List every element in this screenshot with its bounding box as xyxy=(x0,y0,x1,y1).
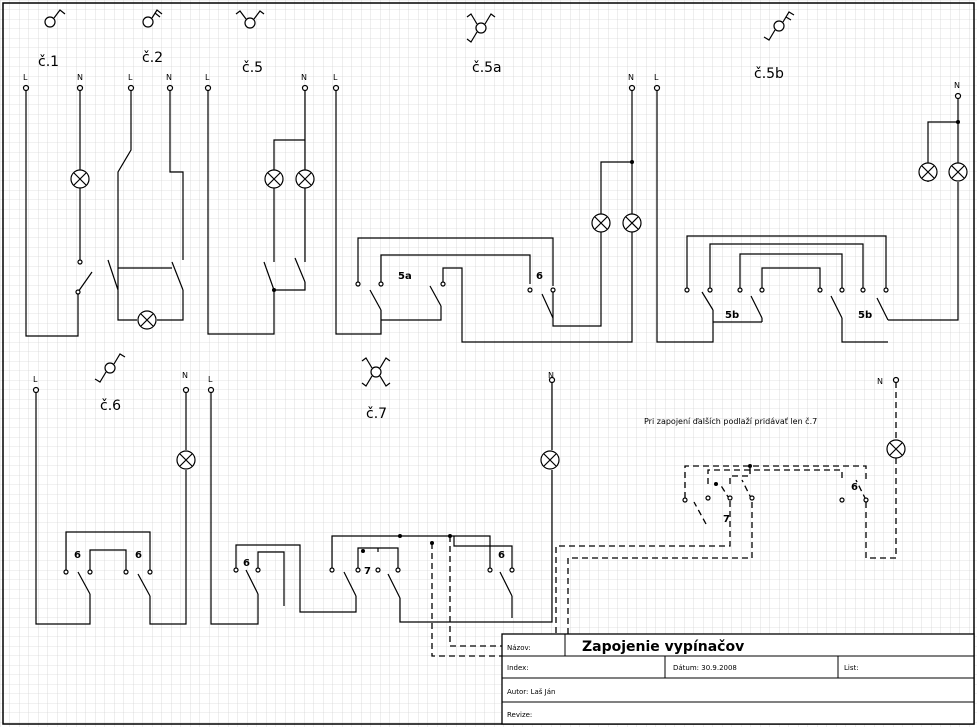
circuit-c5 xyxy=(204,84,315,335)
label-N-extension: N xyxy=(877,377,883,386)
title-block-sheet-label: List: xyxy=(844,664,859,672)
switch-symbol-c2-icon xyxy=(142,9,163,28)
title-block-index-label: Index: xyxy=(507,664,529,672)
label-N-c7: N xyxy=(548,371,554,380)
switch-label-5a: 5a xyxy=(398,271,412,282)
label-N-c5a: N xyxy=(628,73,634,82)
circuit-c2 xyxy=(107,84,184,330)
switch-symbol-c7-icon xyxy=(361,357,391,387)
switch-symbol-c6-icon xyxy=(94,353,126,383)
title-block-revision-label: Revize: xyxy=(507,711,532,719)
switch-symbol-c5b-icon xyxy=(763,11,795,41)
switch-label-6-c7-left: 6 xyxy=(243,558,250,569)
switch-label-5b-left: 5b xyxy=(725,310,739,321)
label-c7: č.7 xyxy=(366,406,387,422)
label-c2: č.2 xyxy=(142,50,163,66)
circuit-c1 xyxy=(22,84,93,337)
switch-label-7: 7 xyxy=(364,566,371,577)
switch-label-6-c7-right: 6 xyxy=(498,550,505,561)
label-L-c5: L xyxy=(205,73,210,82)
circuit-c6 xyxy=(32,386,196,625)
label-c5a: č.5a xyxy=(472,60,502,76)
switch-label-5b-right: 5b xyxy=(858,310,872,321)
label-c6: č.6 xyxy=(100,398,121,414)
circuit-c5a xyxy=(332,84,642,343)
label-N-c5: N xyxy=(301,73,307,82)
label-L-c5b: L xyxy=(654,73,659,82)
switch-label-6-c6-left: 6 xyxy=(74,550,81,561)
title-block xyxy=(501,633,975,725)
switch-symbol-c1-icon xyxy=(44,9,66,28)
label-L-c7: L xyxy=(208,375,213,384)
switch-symbol-c5a-icon xyxy=(466,13,496,43)
circuit-c7 xyxy=(207,376,560,625)
label-N-c1: N xyxy=(77,73,83,82)
circuit-c5b xyxy=(653,84,968,343)
extension-note: Pri zapojení ďalších podlaží pridávať le… xyxy=(644,416,817,426)
drawing-title: Zapojenie vypínačov xyxy=(582,639,744,655)
label-N-c2: N xyxy=(166,73,172,82)
dashed-extension xyxy=(431,376,906,657)
label-N-c6: N xyxy=(182,371,188,380)
label-N-c5b: N xyxy=(954,81,960,90)
title-block-author: Autor: Laš Ján xyxy=(507,688,555,696)
label-L-c6: L xyxy=(33,375,38,384)
label-c5b: č.5b xyxy=(754,66,784,82)
switch-label-7-extension: 7 xyxy=(723,514,730,525)
switch-symbol-c5-icon xyxy=(235,10,265,29)
switch-label-6-c5a: 6 xyxy=(536,271,543,282)
title-block-date: Dátum: 30.9.2008 xyxy=(673,664,737,672)
switch-label-6-c6-right: 6 xyxy=(135,550,142,561)
label-L-c2: L xyxy=(128,73,133,82)
label-L-c1: L xyxy=(23,73,28,82)
label-L-c5a: L xyxy=(333,73,338,82)
title-block-name-label: Názov: xyxy=(507,644,531,652)
label-c1: č.1 xyxy=(38,54,59,70)
label-c5: č.5 xyxy=(242,60,263,76)
switch-label-6-extension: 6 xyxy=(851,482,858,493)
